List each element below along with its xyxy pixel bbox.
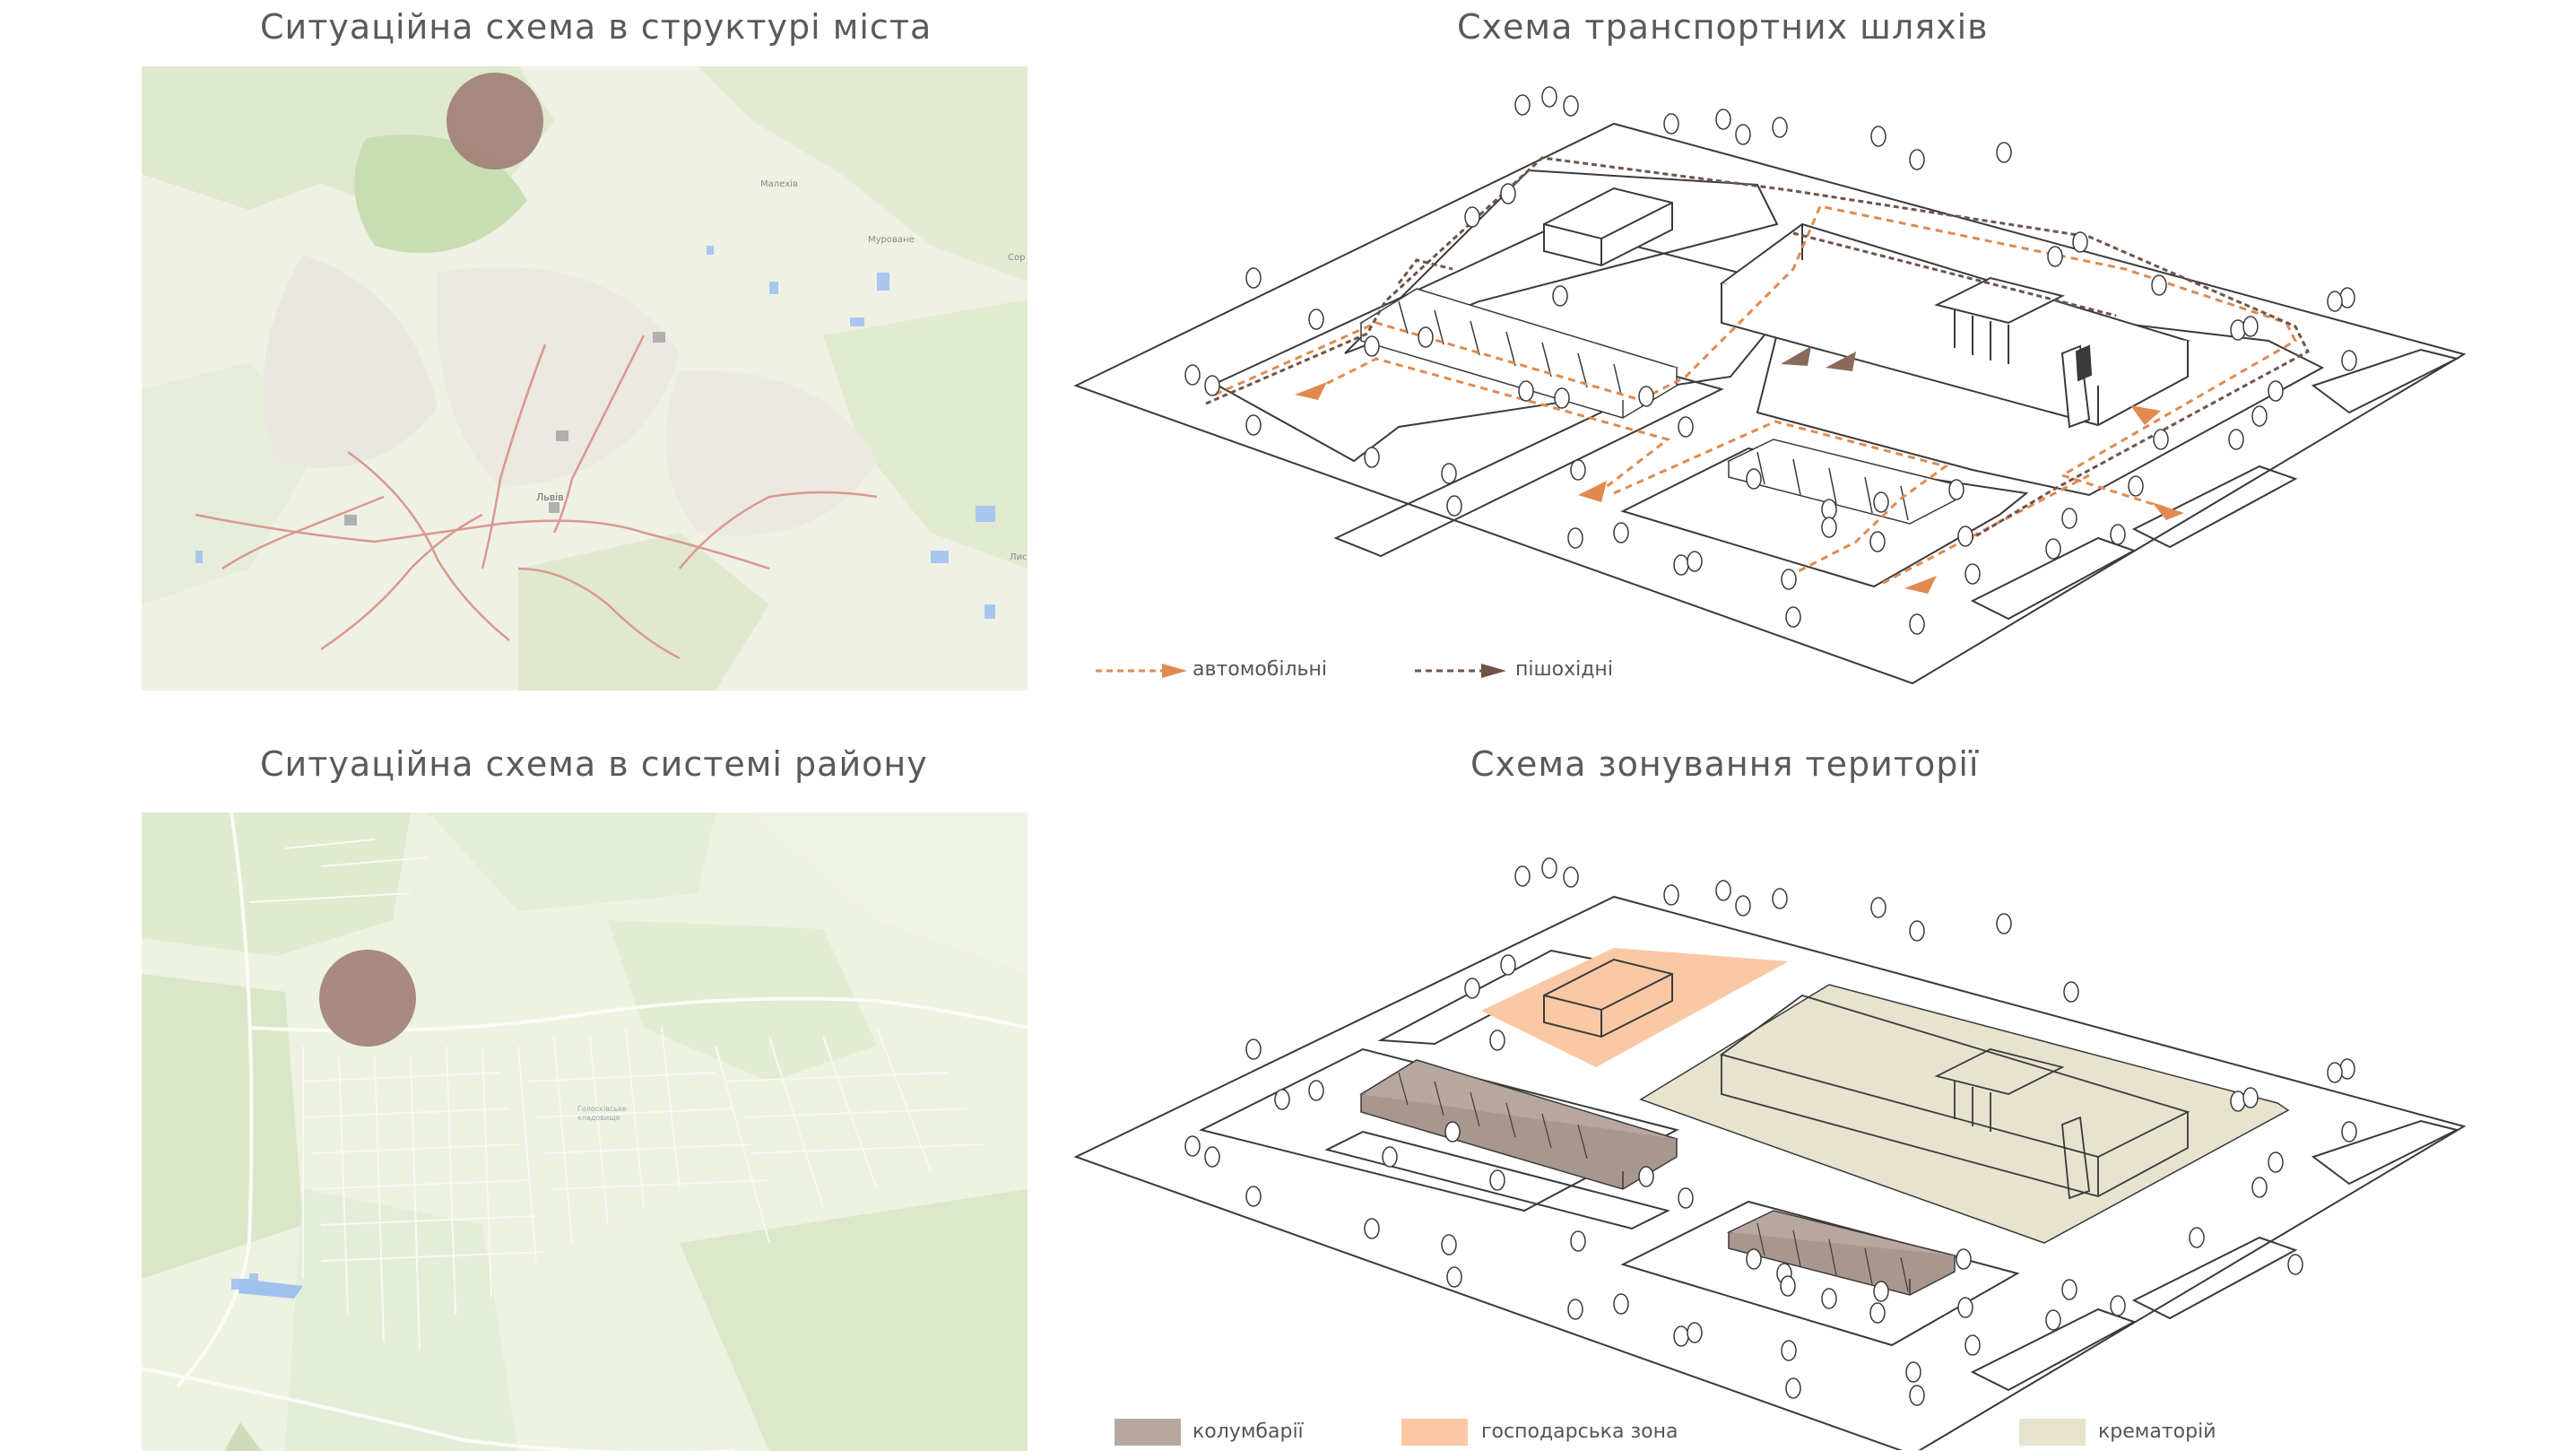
pedestrian-route-legend-arrow-icon (1481, 664, 1506, 678)
zoning-scheme-title: Схема зонування території (1470, 744, 1980, 784)
city-label-lviv: Львів (536, 491, 564, 503)
utility-legend-swatch (1401, 1419, 1468, 1446)
utility-zone (1481, 948, 1789, 1067)
columbarium-zone-1 (1359, 1059, 1678, 1190)
columbarium-zone-2 (1726, 1210, 1957, 1296)
district-location-marker (319, 950, 416, 1047)
car-route-legend-arrow-icon (1162, 664, 1187, 678)
columbarium-legend-label: колумбарії (1193, 1421, 1304, 1443)
city-label-malekhiv: Малехів (760, 179, 798, 189)
city-label-murovane: Муроване (868, 235, 915, 245)
district-scheme-title: Ситуаційна схема в системі району (260, 744, 928, 784)
car-route-legend-label: автомобільні (1193, 658, 1327, 681)
crematorium-zone (1639, 984, 2290, 1244)
pedestrian-route-legend-label: пішохідні (1515, 658, 1613, 681)
city-label-sor: Сор (1008, 253, 1026, 263)
city-map-graphic (142, 66, 1028, 691)
transport-scheme-title: Схема транспортних шляхів (1457, 7, 1989, 47)
district-map: Голосківське кладовище (142, 812, 1028, 1451)
city-scheme-title: Ситуаційна схема в структурі міста (260, 7, 932, 47)
utility-legend-label: господарська зона (1481, 1421, 1678, 1443)
crematorium-legend-swatch (2019, 1419, 2086, 1446)
crematorium-legend-label: крематорій (2098, 1421, 2216, 1443)
district-map-graphic (142, 812, 1028, 1451)
district-label-cemetery: Голосківське кладовище (577, 1105, 627, 1122)
city-location-marker (447, 73, 543, 169)
city-map: Малехів Муроване Львів Сор Лис (142, 66, 1028, 691)
columbarium-legend-swatch (1115, 1419, 1181, 1446)
city-label-lis: Лис (1010, 552, 1028, 562)
